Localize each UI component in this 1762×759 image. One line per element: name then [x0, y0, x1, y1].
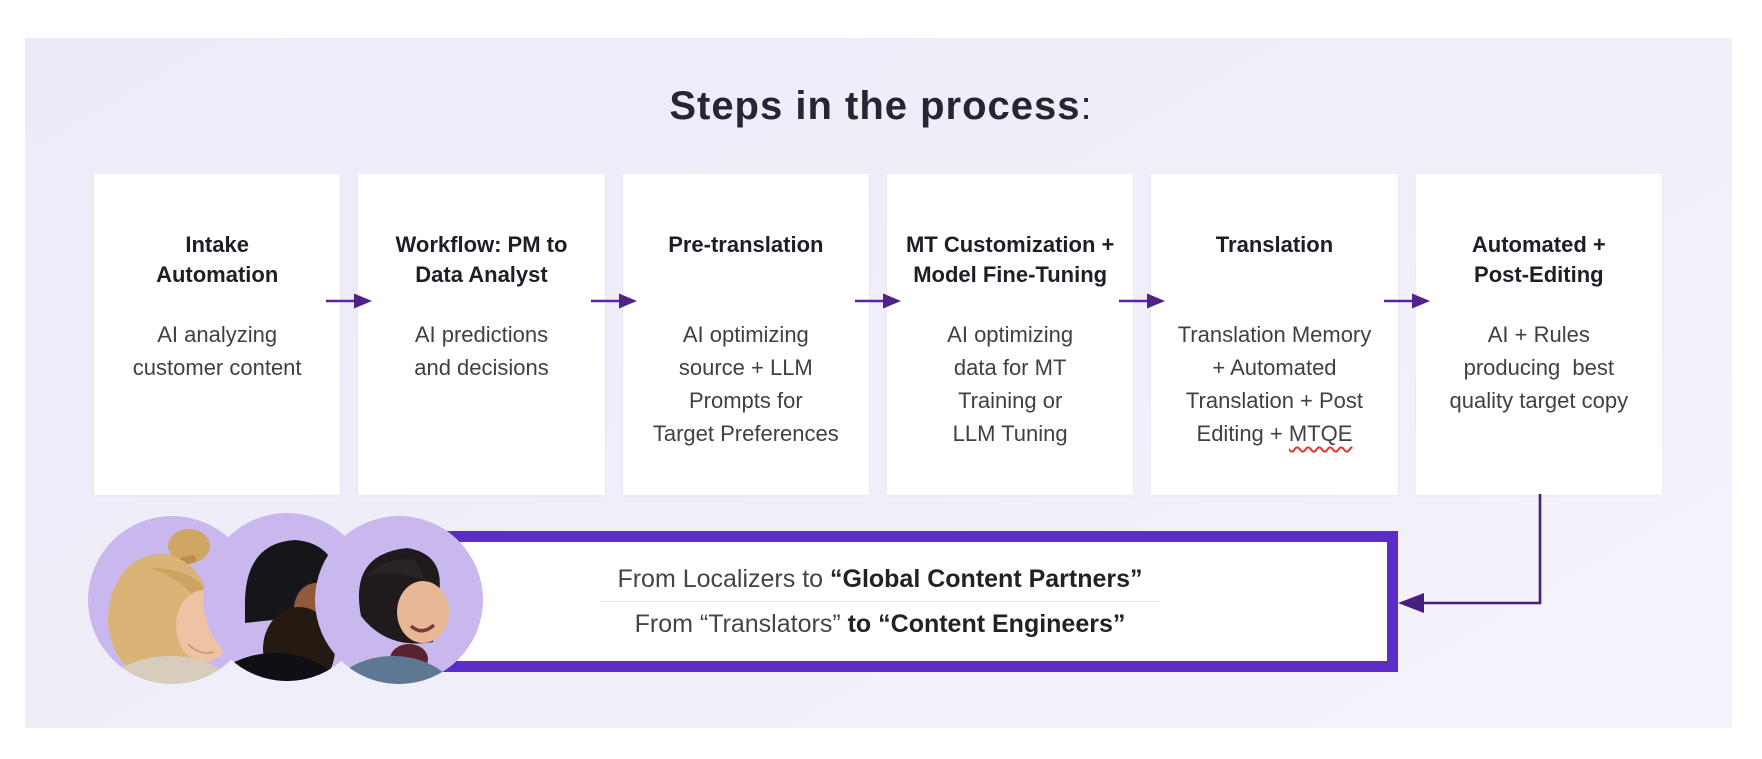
step-title: Workflow: PM to Data Analyst: [395, 232, 568, 287]
bearded-man-profile-illustration: [211, 540, 339, 681]
banner-line-2-bold: to “Content Engineers”: [847, 610, 1126, 638]
step-body: Translation Memory + Automated Translati…: [1167, 318, 1381, 450]
transformation-banner: From Localizers to “Global Content Partn…: [440, 531, 1398, 672]
banner-line-1-regular: From Localizers to: [617, 565, 830, 593]
banner-line-1-bold: “Global Content Partners”: [830, 565, 1143, 593]
step-body: AI analyzing customer content: [132, 322, 302, 380]
banner-line-1: From Localizers to “Global Content Partn…: [617, 564, 1142, 594]
step-title: MT Customization + Model Fine-Tuning: [905, 232, 1115, 287]
step-card-automated-post-editing: Automated + Post-Editing AI + Rules prod…: [1415, 174, 1662, 495]
flow-arrow-icon: [591, 293, 637, 309]
step-title: Automated + Post-Editing: [1471, 232, 1606, 287]
flow-arrow-icon: [1384, 293, 1430, 309]
avatar-smiling-woman: [315, 516, 483, 684]
step-body: AI optimizing source + LLM Prompts for T…: [652, 322, 839, 446]
page-title: Steps in the process:: [0, 84, 1762, 129]
step-card-workflow: Workflow: PM to Data Analyst AI predicti…: [358, 174, 605, 495]
banner-line-2: From “Translators” to “Content Engineers…: [635, 609, 1126, 639]
flow-arrow-icon: [326, 293, 372, 309]
step-body: AI predictions and decisions: [414, 322, 549, 380]
step-card-intake-automation: Intake Automation AI analyzing customer …: [94, 174, 341, 495]
misspelled-term: MTQE: [1288, 421, 1353, 446]
process-steps-row: Intake Automation AI analyzing customer …: [94, 174, 1662, 495]
banner-divider: [600, 601, 1160, 602]
banner-line-2-regular: From “Translators”: [634, 610, 848, 638]
page-title-text: Steps in the process: [669, 84, 1081, 128]
step-title: Translation: [1215, 232, 1334, 257]
step-title: Intake Automation: [156, 232, 279, 287]
step-body: AI optimizing data for MT Training or LL…: [947, 322, 1074, 446]
step-card-translation: Translation Translation Memory + Automat…: [1151, 174, 1398, 495]
step-body-lines: Translation Memory + Automated Translati…: [1177, 322, 1372, 413]
connector-arrow-icon: [1398, 494, 1542, 613]
flow-arrow-icon: [855, 293, 901, 309]
flow-arrow-icon: [1119, 293, 1165, 309]
step-title: Pre-translation: [668, 232, 824, 257]
step-card-mt-customization: MT Customization + Model Fine-Tuning AI …: [886, 174, 1134, 495]
step-card-pre-translation: Pre-translation AI optimizing source + L…: [622, 174, 869, 495]
step-body-last-line: Editing + MTQE: [1196, 421, 1353, 446]
step-body: AI + Rules producing best quality target…: [1449, 322, 1629, 413]
smiling-woman-profile-illustration: [331, 548, 455, 684]
page-title-colon: :: [1080, 84, 1093, 128]
